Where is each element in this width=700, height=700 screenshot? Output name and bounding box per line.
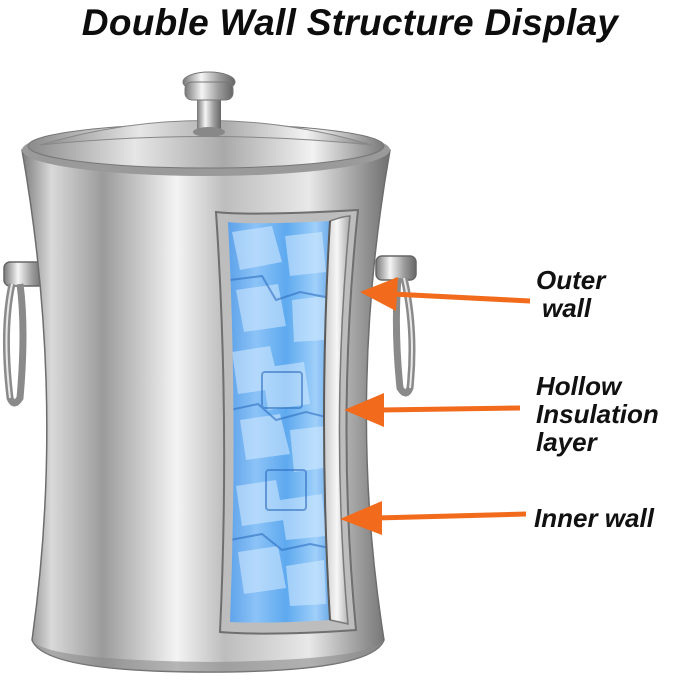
page-title: Double Wall Structure Display <box>81 2 619 43</box>
arrow-outer-wall <box>360 277 531 311</box>
label-outer-wall: Outer wall <box>536 266 605 322</box>
inner-wall-line <box>323 220 331 621</box>
label-inner-wall: Inner wall <box>534 504 654 532</box>
label-hollow-line-2: Insulation <box>536 399 659 429</box>
label-hollow-insulation-layer: Hollow Insulation layer <box>536 372 659 456</box>
arrow-hollow-layer <box>344 393 521 427</box>
ice-cubes <box>228 221 330 623</box>
lid-knob <box>182 71 236 137</box>
label-inner-wall-line-1: Inner wall <box>534 503 654 533</box>
label-outer-wall-line-1: Outer <box>536 265 606 295</box>
bucket-lid <box>22 120 390 176</box>
left-handle <box>2 261 45 407</box>
label-outer-wall-line-2: wall <box>542 293 592 323</box>
label-hollow-line-1: Hollow <box>536 371 622 401</box>
arrow-inner-wall <box>340 501 527 535</box>
label-hollow-line-3: layer <box>536 427 597 457</box>
right-handle <box>375 255 417 397</box>
